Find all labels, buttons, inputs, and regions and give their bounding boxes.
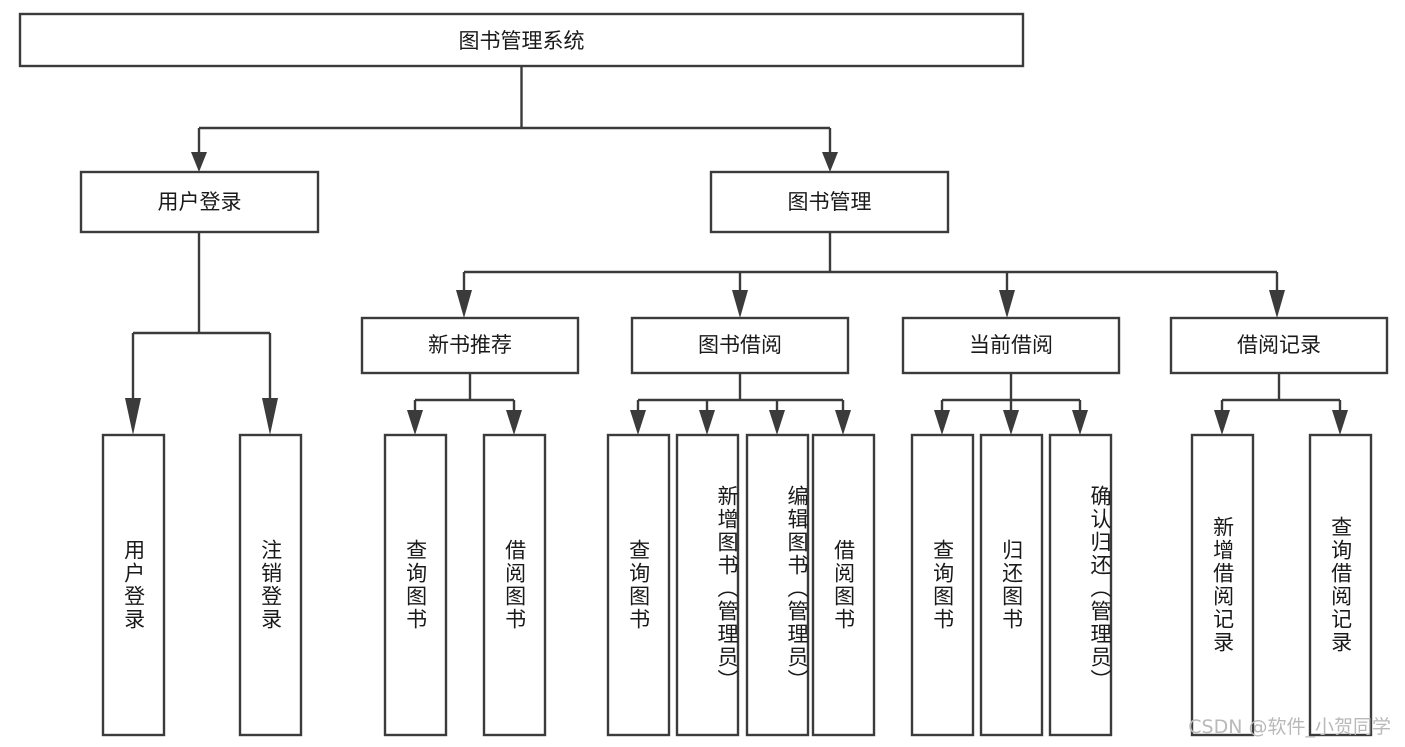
arrow-to-leaf-user-login [125,398,141,435]
node-leaf-add-borrow-record[interactable] [1190,433,1255,737]
node-new-book-recommend-label: 新书推荐 [428,333,512,357]
arrow-to-current-borrow [999,290,1015,318]
node-leaf-user-login[interactable] [101,433,166,737]
node-book-management[interactable] [709,170,950,234]
node-borrow-record-label: 借阅记录 [1237,333,1321,357]
nodes-group: 图书管理系统 用户登录 图书管理 新书推荐 图书借阅 当前借阅 借阅记录 [18,12,1389,737]
arrow-to-new-book-recommend [456,290,472,318]
arrow-to-leaf-logout-login [262,398,278,435]
node-borrow-record[interactable] [1169,316,1389,375]
arrow-to-leaf-query-book-1 [407,410,423,435]
node-leaf-confirm-return-admin[interactable] [1048,433,1113,737]
arrow-to-book-management [822,152,838,172]
arrow-to-user-login [191,152,207,172]
watermark-text: CSDN @软件_小贺同学 [1188,716,1391,738]
node-new-book-recommend[interactable] [360,316,580,375]
node-leaf-query-borrow-record[interactable] [1308,433,1373,737]
arrow-to-leaf-query-book-2 [630,410,646,435]
arrow-to-book-borrow [732,290,748,318]
node-book-management-label: 图书管理 [788,190,872,214]
arrow-to-leaf-confirm-return-admin [1072,410,1088,435]
node-leaf-return-book[interactable] [979,433,1044,737]
node-user-login[interactable] [79,170,320,234]
node-current-borrow[interactable] [901,316,1121,375]
arrow-to-leaf-borrow-book-2 [835,410,851,435]
node-book-borrow[interactable] [630,316,850,375]
arrow-to-leaf-query-borrow-record [1332,410,1348,435]
arrow-to-leaf-borrow-book-1 [506,410,522,435]
node-current-borrow-label: 当前借阅 [969,333,1053,357]
node-leaf-query-book-3[interactable] [910,433,975,737]
node-leaf-logout-login[interactable] [238,433,303,737]
node-book-borrow-label: 图书借阅 [698,333,782,357]
arrow-to-leaf-add-borrow-record [1214,410,1230,435]
node-leaf-borrow-book-2[interactable] [811,433,876,737]
node-leaf-edit-book-admin[interactable] [745,433,810,737]
arrow-to-leaf-edit-book-admin [769,410,785,435]
node-root-system-label: 图书管理系统 [459,29,585,53]
node-leaf-query-book-2[interactable] [606,433,671,737]
arrow-to-borrow-record [1269,290,1285,318]
node-user-login-label: 用户登录 [158,190,242,214]
node-root-system[interactable] [18,12,1025,68]
arrow-to-leaf-add-book-admin [699,410,715,435]
connectors-group [125,66,1348,435]
node-leaf-borrow-book-1[interactable] [482,433,547,737]
node-leaf-query-book-1[interactable] [383,433,448,737]
arrow-to-leaf-query-book-3 [934,410,950,435]
node-leaf-add-book-admin[interactable] [675,433,740,737]
arrow-to-leaf-return-book [1003,410,1019,435]
